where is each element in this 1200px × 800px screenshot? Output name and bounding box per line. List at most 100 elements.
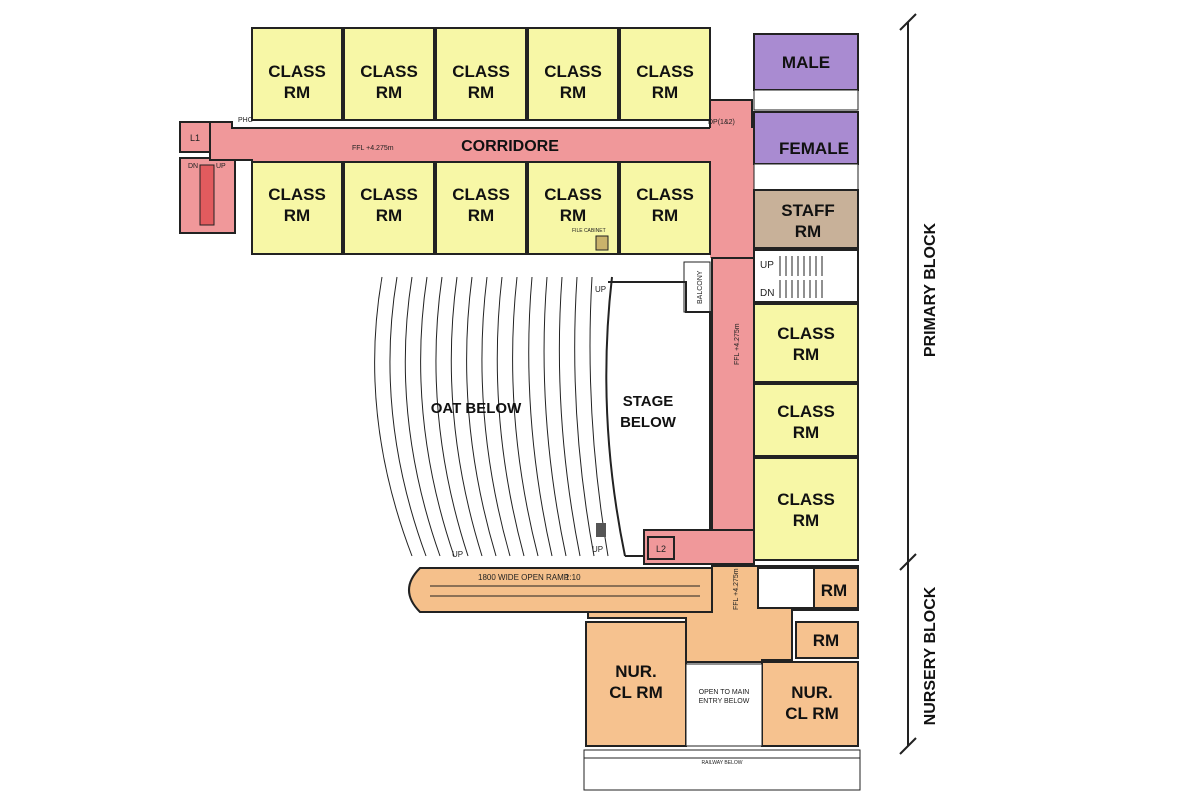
balcony-label: BALCONY <box>697 270 704 304</box>
classroom-7[interactable] <box>343 161 435 255</box>
male-toilet-lobby <box>753 89 859 111</box>
classroom-13[interactable] <box>753 457 859 561</box>
file-cabinet <box>595 235 609 251</box>
oat-up-top: UP <box>595 285 606 294</box>
open-entry <box>685 663 763 747</box>
ramp-slope: 1:10 <box>565 573 581 582</box>
main-staircase-steps <box>779 256 823 298</box>
nursery-right-label-2: CL RM <box>785 704 839 723</box>
stage-pillar <box>596 523 606 537</box>
classroom-3[interactable] <box>435 27 527 121</box>
block-markers <box>899 13 917 755</box>
left-stair-up: UP <box>216 163 226 170</box>
staff-room-label-1: STAFF <box>781 201 835 220</box>
nursery-ffl-label: FFL +4.275m <box>733 568 740 610</box>
oat-label: OAT BELOW <box>431 400 522 417</box>
classroom-1-label-1: CLASS <box>268 62 326 81</box>
classroom-3-label-1: CLASS <box>452 62 510 81</box>
phc-label: PHC <box>238 117 253 124</box>
nursery-service-room <box>757 567 815 609</box>
staff-anteroom <box>753 163 859 191</box>
lower-classroom-row: CLASS RM CLASS RM CLASS RM CLASS RM CLAS… <box>251 161 711 255</box>
rm-upper-label: RM <box>821 581 847 600</box>
classroom-5[interactable] <box>619 27 711 121</box>
classroom-2-label-2: RM <box>376 83 402 102</box>
corridor-bend <box>710 128 754 258</box>
main-stair-up: UP <box>760 260 774 271</box>
rm-lower-label: RM <box>813 631 839 650</box>
corridor: L1 DN UP L2 CORRIDORE FFL +4.275m PHC DP… <box>179 99 755 565</box>
vertical-corridor-ffl: FFL +4.275m <box>734 323 741 365</box>
corridor-vertical[interactable] <box>711 257 755 563</box>
staff-room-label-2: RM <box>795 222 821 241</box>
classroom-11-label-2: RM <box>793 345 819 364</box>
open-entry-label-2: ENTRY BELOW <box>699 698 750 705</box>
lift-l2 <box>647 536 675 560</box>
rm-upper[interactable] <box>813 567 859 609</box>
classroom-4[interactable] <box>527 27 619 121</box>
classroom-7-label-1: CLASS <box>360 185 418 204</box>
classroom-12-label-2: RM <box>793 423 819 442</box>
classroom-2[interactable] <box>343 27 435 121</box>
nursery-left-label-2: CL RM <box>609 683 663 702</box>
dp-label: DP(1&2) <box>708 119 735 126</box>
staff-room[interactable] <box>753 189 859 249</box>
classroom-6-label-1: CLASS <box>268 185 326 204</box>
oat-up-right: UP <box>592 545 603 554</box>
classroom-1[interactable] <box>251 27 343 121</box>
classroom-1-label-2: RM <box>284 83 310 102</box>
classroom-6-label-2: RM <box>284 206 310 225</box>
classroom-5-label-1: CLASS <box>636 62 694 81</box>
stage-label-2: BELOW <box>620 414 677 431</box>
female-toilet[interactable] <box>753 111 859 165</box>
female-toilet-label: FEMALE <box>779 139 849 158</box>
oat-up-left: UP <box>452 550 463 559</box>
ramp-label: 1800 WIDE OPEN RAMP <box>478 573 569 582</box>
primary-block-label: PRIMARY BLOCK <box>922 222 939 357</box>
classroom-4-label-1: CLASS <box>544 62 602 81</box>
classroom-10-label-1: CLASS <box>636 185 694 204</box>
classroom-13-label-2: RM <box>793 511 819 530</box>
classroom-8[interactable] <box>435 161 527 255</box>
classroom-11[interactable] <box>753 303 859 383</box>
classroom-3-label-2: RM <box>468 83 494 102</box>
open-entry-label-1: OPEN TO MAIN <box>699 689 750 696</box>
nursery-right-label-1: NUR. <box>791 683 833 702</box>
lift-l2-label: L2 <box>656 544 666 554</box>
nursery-block-label: NURSERY BLOCK <box>922 586 939 725</box>
auditorium <box>374 276 711 557</box>
corridor-horizontal[interactable] <box>209 99 753 163</box>
railway-label: RAILWAY BELOW <box>702 760 743 766</box>
corridor-label: CORRIDORE <box>461 138 559 155</box>
male-toilet[interactable] <box>753 33 859 91</box>
classroom-7-label-2: RM <box>376 206 402 225</box>
file-cabinet-label: FILE CABINET <box>572 228 606 234</box>
left-stair-dn: DN <box>188 163 198 170</box>
classroom-13-label-1: CLASS <box>777 490 835 509</box>
main-staircase <box>753 249 859 303</box>
classroom-8-label-1: CLASS <box>452 185 510 204</box>
left-stair-steps <box>199 164 215 226</box>
rm-lower[interactable] <box>795 621 859 659</box>
classroom-10[interactable] <box>619 161 711 255</box>
classroom-10-label-2: RM <box>652 206 678 225</box>
classroom-6[interactable] <box>251 161 343 255</box>
classroom-2-label-1: CLASS <box>360 62 418 81</box>
right-wing-classrooms: CLASS RM CLASS RM CLASS RM <box>753 303 859 561</box>
corridor-ffl-label: FFL +4.275m <box>352 145 394 152</box>
balcony <box>683 261 711 313</box>
lift-l1-label: L1 <box>190 133 200 143</box>
main-stair-dn: DN <box>760 288 774 299</box>
top-classroom-row: CLASS RM CLASS RM CLASS RM CLASS RM CLAS… <box>251 27 711 121</box>
male-toilet-label: MALE <box>782 53 830 72</box>
classroom-12[interactable] <box>753 383 859 457</box>
nursery-classroom-left[interactable] <box>585 621 687 747</box>
classroom-11-label-1: CLASS <box>777 324 835 343</box>
classroom-4-label-2: RM <box>560 83 586 102</box>
classroom-9-label-1: CLASS <box>544 185 602 204</box>
classroom-12-label-1: CLASS <box>777 402 835 421</box>
nursery-block: 1800 WIDE OPEN RAMP 1:10 FFL +4.275m RM … <box>408 565 861 791</box>
classroom-8-label-2: RM <box>468 206 494 225</box>
stage-label-1: STAGE <box>623 393 674 410</box>
